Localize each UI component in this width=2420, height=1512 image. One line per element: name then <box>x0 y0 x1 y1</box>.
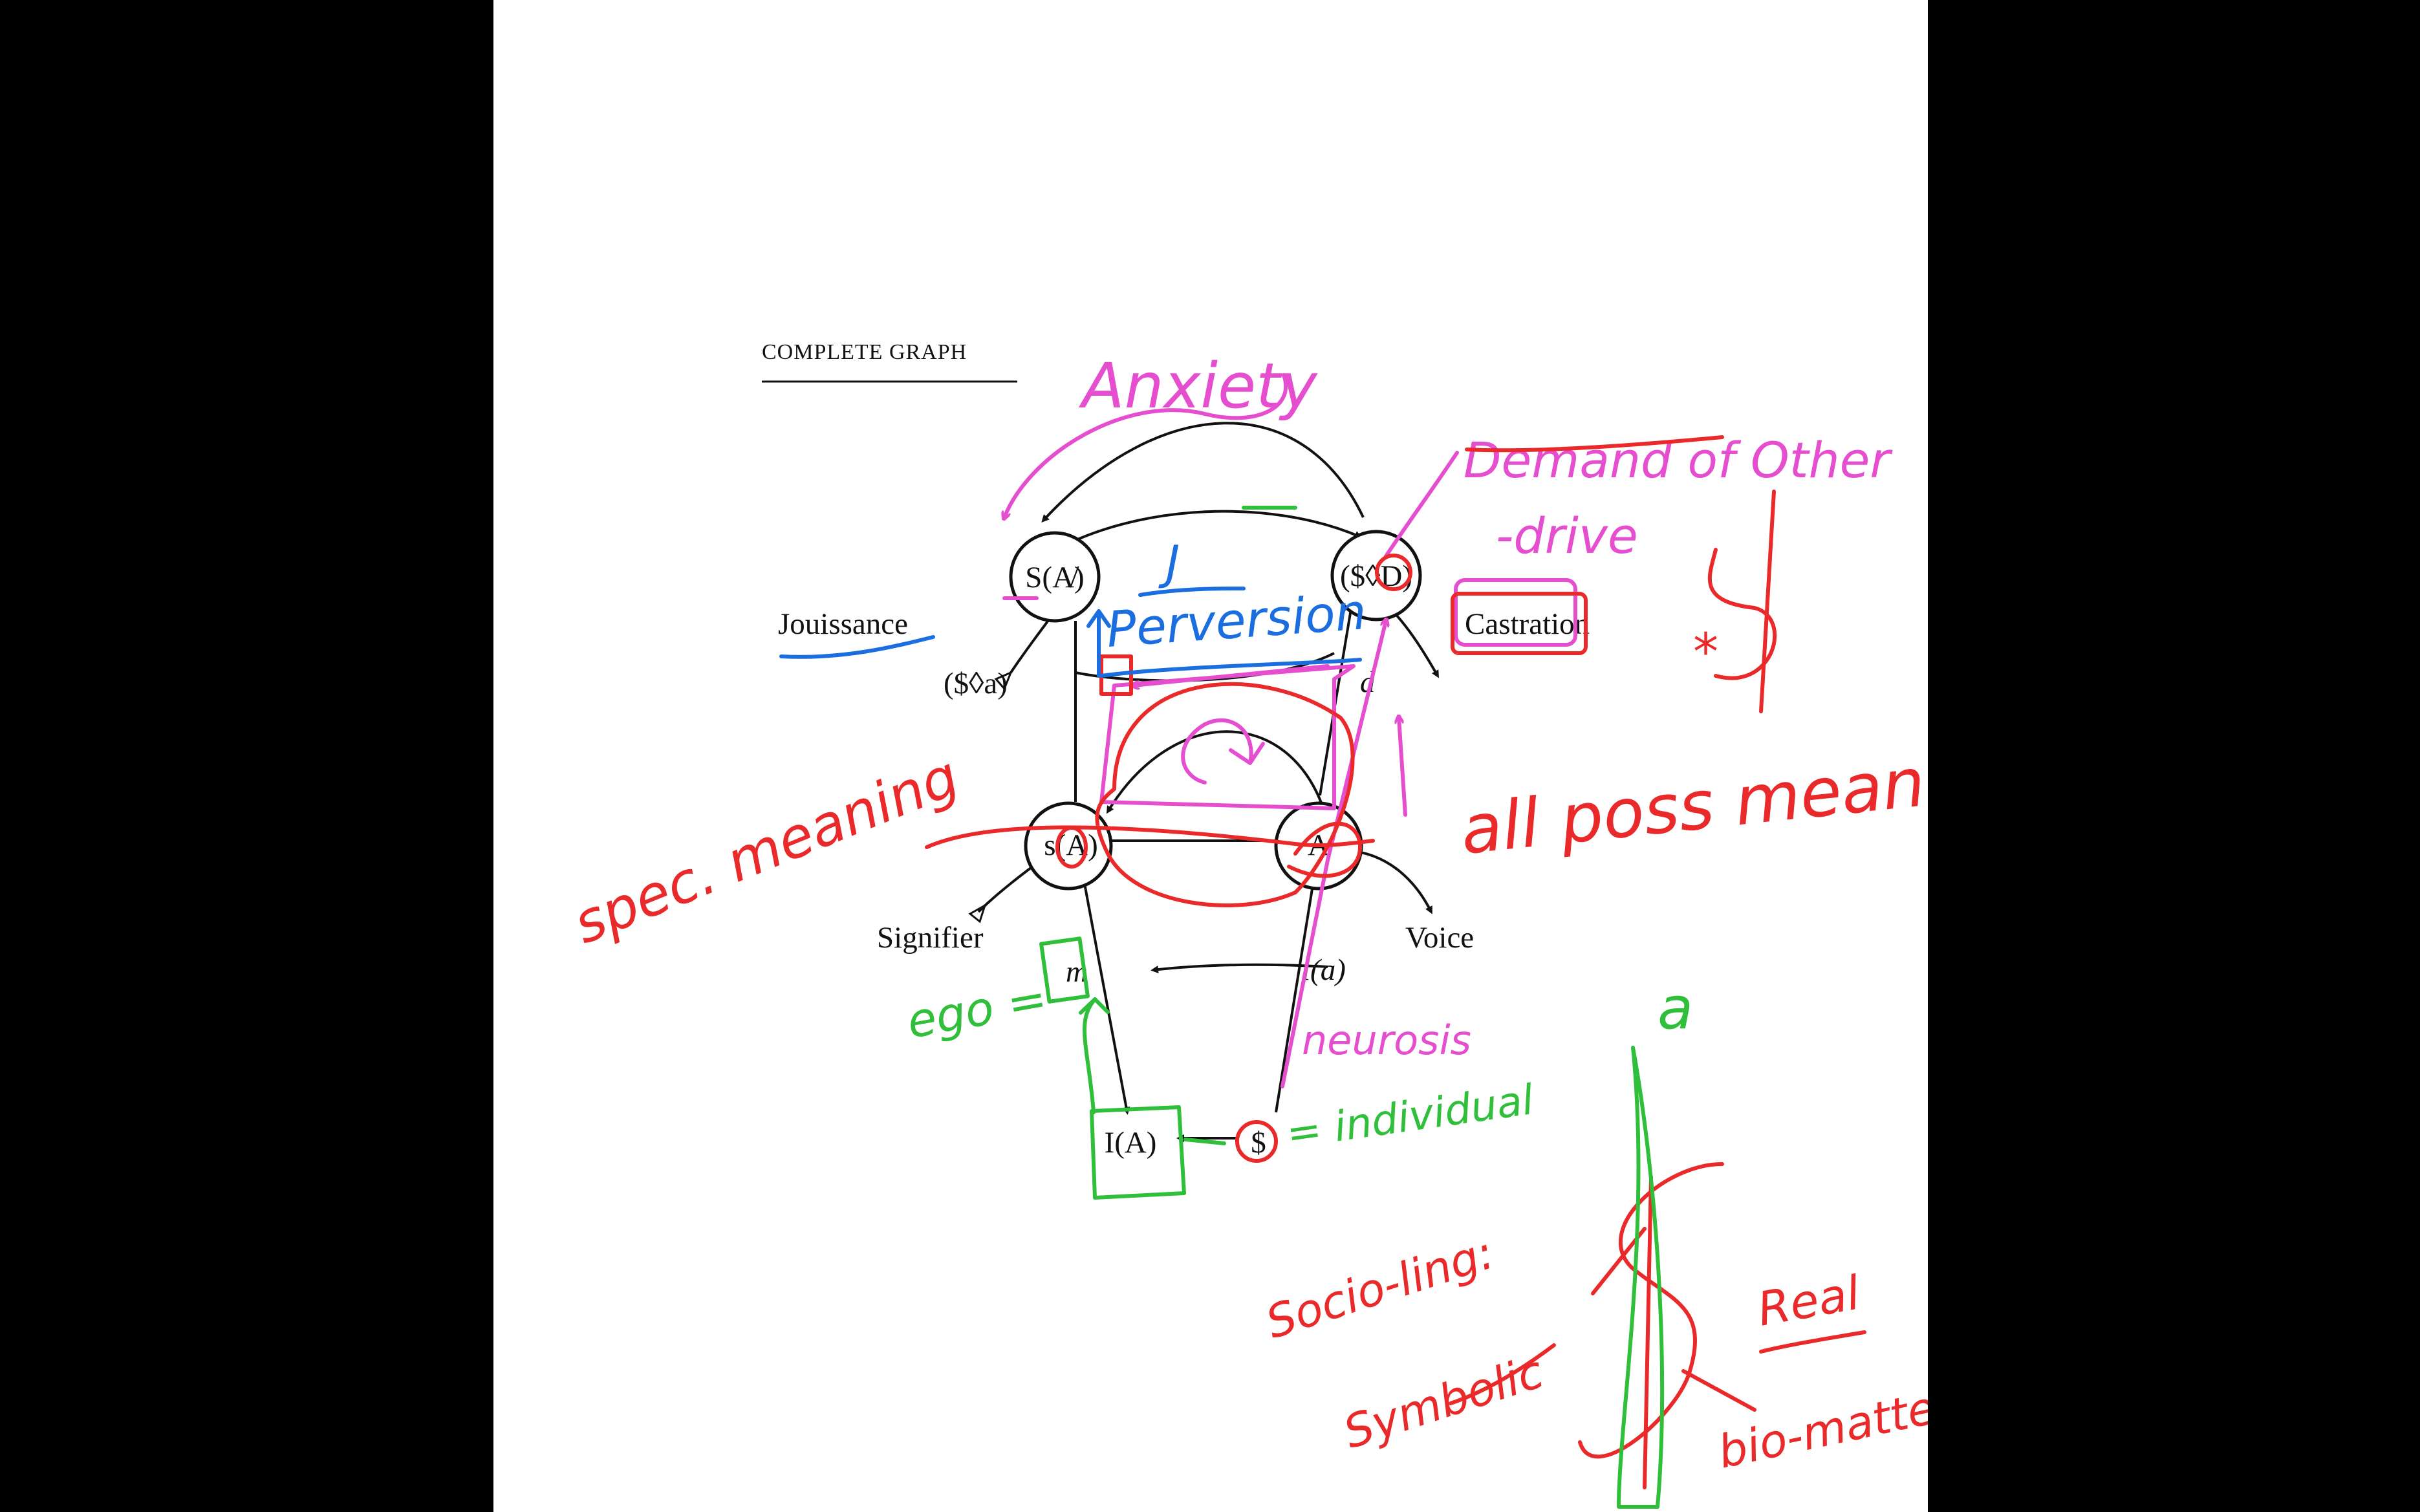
bottom-connectors <box>1591 1227 1756 1412</box>
jouissance-underline <box>779 635 935 659</box>
IA-box <box>1090 1105 1186 1200</box>
blue-annotations <box>779 587 1362 678</box>
node-SA-label: S(A̸) <box>1025 561 1084 594</box>
anno-star: * <box>1693 623 1718 682</box>
anno-neurosis: neurosis <box>1302 1017 1471 1064</box>
label-signifier: Signifier <box>877 921 984 955</box>
demand-connector <box>1384 451 1459 558</box>
neurosis-arrow <box>1280 621 1386 1088</box>
document-page: COMPLETE GRAPH S(A̸) ($◊D) s(A) A <box>493 0 1928 1512</box>
bottom-dollar-stroke <box>1643 1175 1653 1489</box>
lower-right-vertical <box>1275 872 1316 1113</box>
green-annotations <box>1039 506 1665 1509</box>
real-underline <box>1759 1330 1866 1354</box>
bottom-green-loop <box>1617 1046 1665 1509</box>
label-voice: Voice <box>1405 921 1474 955</box>
meaning-loop <box>1095 682 1355 907</box>
demand-underline <box>1465 435 1724 453</box>
perversion-underline <box>1099 658 1362 678</box>
signifier-triangle <box>968 903 987 923</box>
label-fantasy: ($◊a) <box>944 667 1008 700</box>
upper-outer-arc <box>1041 422 1365 523</box>
upper-inner-arc <box>1055 510 1363 551</box>
anno-bio-matter: bio-matter <box>1713 1377 1928 1479</box>
spec-meaning-line <box>925 825 1375 849</box>
anno-socio-ling: Socio-ling: <box>1260 1226 1500 1350</box>
J-underline <box>1138 587 1246 597</box>
symbolic-underline <box>1449 1343 1556 1405</box>
node-sA-circle <box>1024 801 1113 891</box>
anno-real: Real <box>1753 1266 1864 1337</box>
anno-ego: ego = <box>903 971 1051 1048</box>
dollar-s <box>1707 548 1777 680</box>
A-circle-red <box>1287 821 1362 878</box>
anno-drive: -drive <box>1496 507 1638 565</box>
drive-D-circle <box>1375 554 1412 591</box>
subject-link <box>1183 1138 1226 1145</box>
anno-a: a <box>1658 975 1693 1042</box>
anno-J: J <box>1158 535 1180 590</box>
pink-short-arrow <box>1399 718 1407 817</box>
node-IA-label: I(A) <box>1105 1126 1157 1160</box>
m-box <box>1039 936 1090 1004</box>
subject-circle-red <box>1235 1120 1278 1163</box>
red-annotations <box>925 435 1866 1489</box>
lower-inner-arc <box>1106 730 1326 814</box>
node-subject-label: $ <box>1251 1126 1266 1160</box>
dollar-stroke <box>1759 490 1776 713</box>
frame-arrow <box>1134 664 1330 686</box>
perversion-frame <box>1099 664 1356 810</box>
anno-symbolic: Symbolic <box>1337 1345 1550 1459</box>
anno-all-poss-meaning: all poss meaning <box>1457 731 1928 869</box>
pink-annotations <box>1004 373 1577 1088</box>
node-sA-label: s(A) <box>1044 828 1098 862</box>
page-title: COMPLETE GRAPH <box>762 340 967 364</box>
blue-arrowhead <box>1086 609 1111 628</box>
loop-glyph <box>1181 718 1265 784</box>
anno-individual: = individual <box>1284 1076 1537 1158</box>
jouissance-triangle <box>994 671 1013 691</box>
ego-arrow <box>1083 997 1097 1114</box>
anno-anxiety: Anxiety <box>1078 350 1318 422</box>
label-jouissance: Jouissance <box>778 607 908 641</box>
bottom-dollar-s <box>1578 1162 1724 1459</box>
lacan-graph-of-desire: COMPLETE GRAPH S(A̸) ($◊D) s(A) A <box>565 340 1928 1509</box>
lower-left-vertical <box>1081 869 1130 1115</box>
castration-box-red <box>1451 592 1588 655</box>
label-castration: Castration <box>1465 607 1590 641</box>
castration-box-pink <box>1454 578 1577 647</box>
anxiety-arrow <box>1004 373 1288 517</box>
ego-arrowhead <box>1079 997 1110 1015</box>
